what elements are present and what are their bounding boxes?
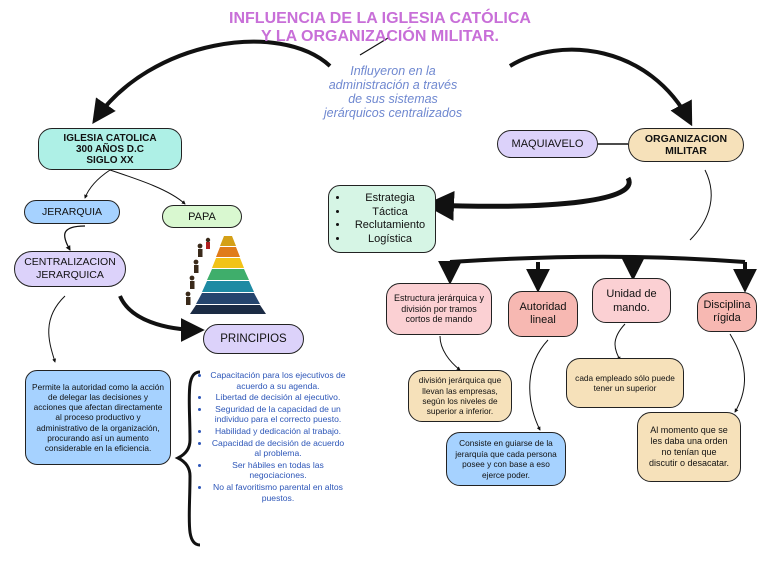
disciplina-description: Al momento que se les daba una orden no … bbox=[637, 412, 741, 482]
principios-label: PRINCIPIOS bbox=[220, 333, 287, 345]
organizacion-line-2: MILITAR bbox=[665, 145, 707, 157]
strategy-item: Reclutamiento bbox=[349, 219, 431, 233]
iglesia-line-3: SIGLO XX bbox=[86, 154, 134, 166]
subtitle-line-2: administración a través bbox=[328, 78, 458, 92]
centralizacion-line-2: JERARQUICA bbox=[36, 269, 104, 281]
strategy-item: Táctica bbox=[349, 206, 431, 220]
centralizacion-jerarquica-node: CENTRALIZACION JERARQUICA bbox=[14, 251, 126, 287]
hierarchy-pyramid-icon bbox=[185, 236, 266, 314]
division-desc-text: división jerárquica que llevan las empre… bbox=[418, 375, 502, 417]
autoridad-desc-text: Consiste en guiarse de la jerarquía que … bbox=[455, 438, 557, 480]
principio-item: No al favoritismo parental en altos pues… bbox=[210, 482, 346, 503]
disciplina-line-1: Disciplina bbox=[703, 299, 751, 311]
autoridad-line-1: Autoridad bbox=[519, 301, 567, 313]
page-title: INFLUENCIA DE LA IGLESIA CATÓLICA Y LA O… bbox=[180, 10, 580, 46]
principio-item: Seguridad de la capacidad de un individu… bbox=[210, 404, 346, 425]
papa-label: PAPA bbox=[188, 210, 216, 223]
unidad-line-1: Unidad de bbox=[606, 287, 657, 300]
estructura-text: Estructura jerárquica y división por tra… bbox=[393, 292, 485, 325]
autoridad-description: Consiste en guiarse de la jerarquía que … bbox=[446, 432, 566, 486]
organizacion-line-1: ORGANIZACION bbox=[644, 133, 728, 145]
papa-node: PAPA bbox=[162, 205, 242, 228]
strategy-item: Logística bbox=[349, 233, 431, 247]
unidad-desc-text: cada empleado sólo puede tener un superi… bbox=[575, 372, 675, 394]
centralizacion-line-1: CENTRALIZACION bbox=[24, 256, 116, 268]
disciplina-desc-text: Al momento que se les daba una orden no … bbox=[648, 424, 730, 469]
principios-node: PRINCIPIOS bbox=[203, 324, 304, 354]
principio-item: Ser hábiles en todas las negociaciones. bbox=[210, 460, 346, 481]
maquiavelo-label: MAQUIAVELO bbox=[511, 138, 584, 150]
principios-list: Capacitación para los ejecutivos de acue… bbox=[196, 370, 346, 504]
strategy-item: Estrategia bbox=[349, 192, 431, 206]
subtitle-line-4: jerárquicos centralizados bbox=[323, 106, 463, 120]
organizacion-militar-node: ORGANIZACION MILITAR bbox=[628, 128, 744, 162]
centralizacion-description: Permite la autoridad como la acción de d… bbox=[25, 370, 171, 465]
principio-item: Capacidad de decisión de acuerdo al prob… bbox=[210, 438, 346, 459]
jerarquia-label: JERARQUIA bbox=[41, 206, 103, 218]
maquiavelo-node: MAQUIAVELO bbox=[497, 130, 598, 158]
estructura-node: Estructura jerárquica y división por tra… bbox=[386, 283, 492, 335]
subtitle-line-1: Influyeron en la bbox=[350, 64, 436, 78]
unidad-line-2: mando. bbox=[613, 301, 650, 314]
iglesia-line-1: IGLESIA CATOLICA bbox=[63, 132, 157, 144]
arrow-to-militar bbox=[508, 47, 693, 127]
disciplina-line-2: rígida bbox=[713, 312, 741, 324]
title-line-1: INFLUENCIA DE LA IGLESIA CATÓLICA bbox=[229, 10, 531, 27]
autoridad-line-2: lineal bbox=[530, 314, 556, 326]
centralizacion-desc-text: Permite la autoridad como la acción de d… bbox=[32, 381, 164, 453]
title-line-2: Y LA ORGANIZACIÓN MILITAR. bbox=[261, 28, 499, 45]
disciplina-rigida-node: Disciplina rígida bbox=[697, 292, 757, 332]
division-description: división jerárquica que llevan las empre… bbox=[408, 370, 512, 422]
principio-item: Habilidad y dedicación al trabajo. bbox=[210, 426, 346, 437]
principio-item: Libertad de decisión al ejecutivo. bbox=[210, 392, 346, 403]
strategy-list-node: Estrategia Táctica Reclutamiento Logísti… bbox=[328, 185, 436, 253]
jerarquia-node: JERARQUIA bbox=[24, 200, 120, 224]
arrow-to-iglesia bbox=[92, 39, 332, 124]
iglesia-line-2: 300 AÑOS D.C bbox=[76, 143, 144, 155]
unidad-description: cada empleado sólo puede tener un superi… bbox=[566, 358, 684, 408]
iglesia-catolica-node: IGLESIA CATOLICA 300 AÑOS D.C SIGLO XX bbox=[38, 128, 182, 170]
principio-item: Capacitación para los ejecutivos de acue… bbox=[210, 370, 346, 391]
autoridad-lineal-node: Autoridad lineal bbox=[508, 291, 578, 337]
subtitle-line-3: de sus sistemas bbox=[348, 92, 438, 106]
unidad-de-mando-node: Unidad de mando. bbox=[592, 278, 671, 323]
subtitle: Influyeron en la administración a través… bbox=[288, 64, 498, 120]
